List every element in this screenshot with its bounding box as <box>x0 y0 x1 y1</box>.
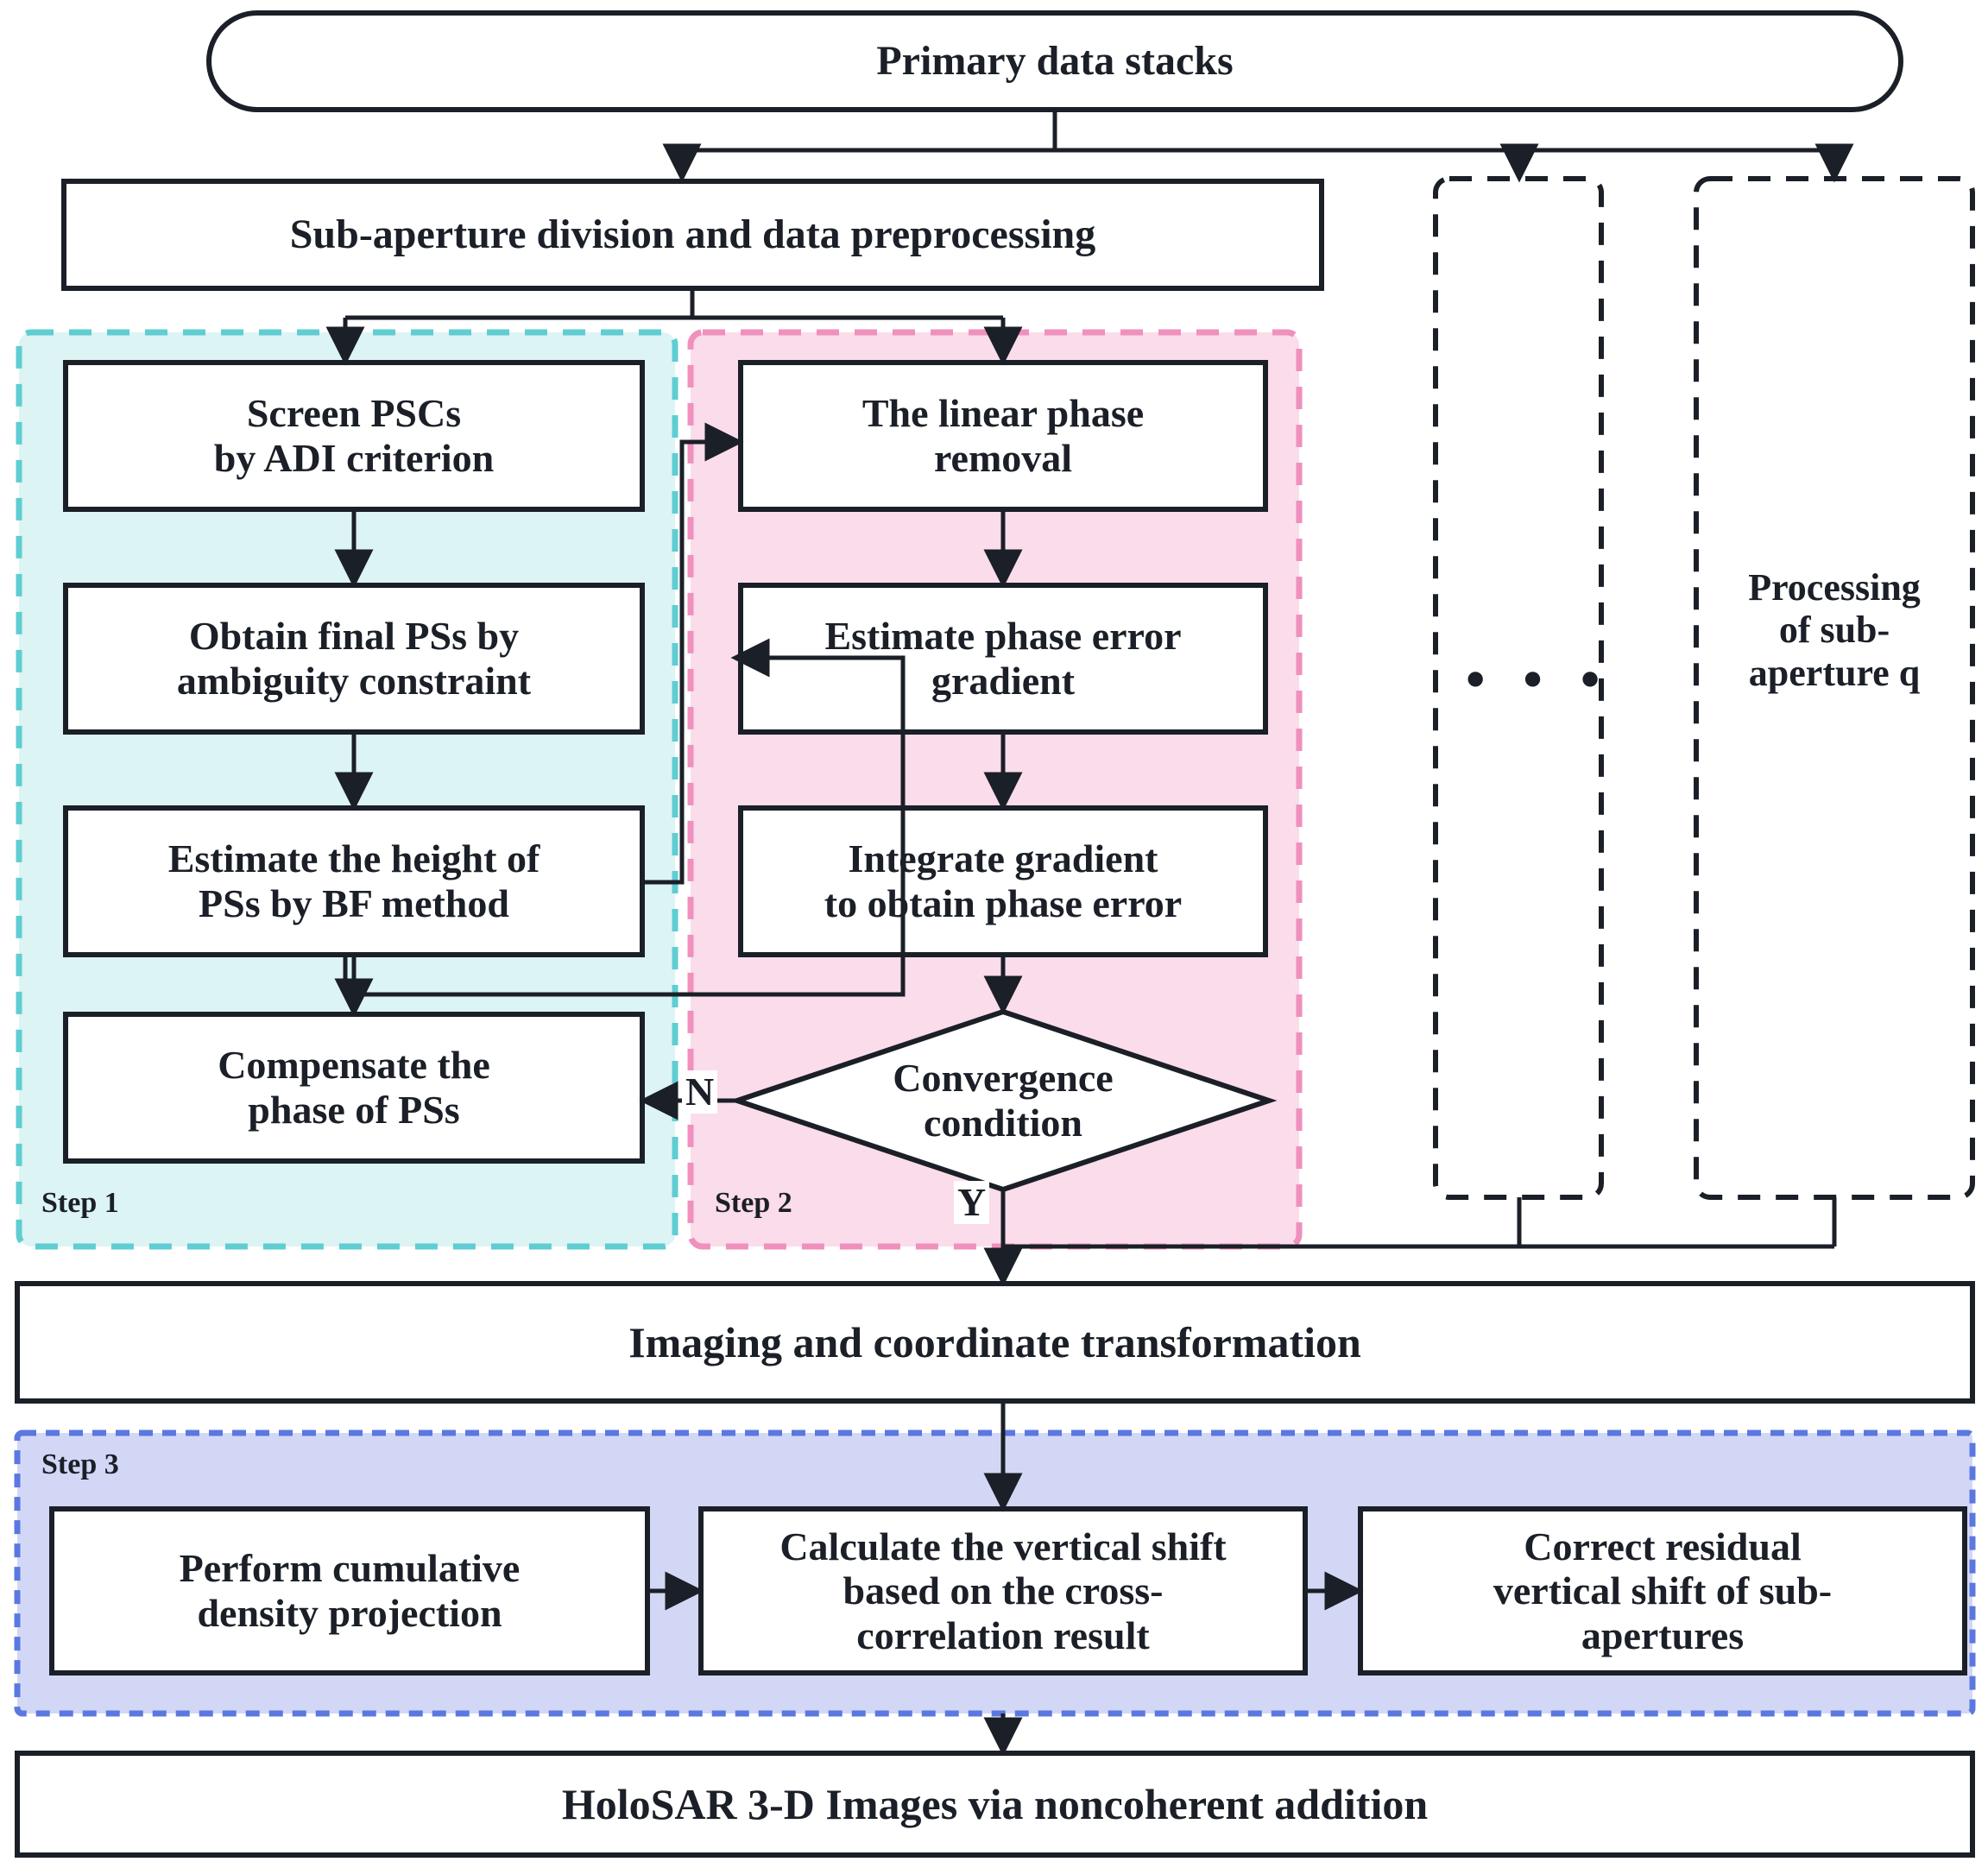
estimate-height-box <box>63 805 645 957</box>
cumulative-density-box <box>49 1506 650 1676</box>
compensate-box <box>63 1012 645 1164</box>
linear-phase-box <box>738 360 1268 512</box>
correct-residual-box <box>1358 1506 1967 1676</box>
holosar-box <box>15 1751 1975 1858</box>
branch-label-yes: Y <box>954 1181 990 1224</box>
branch-label-no: N <box>682 1070 718 1114</box>
subaperture-q-panel <box>1694 176 1975 1200</box>
screen-psc-box <box>63 360 645 512</box>
integrate-gradient-box <box>738 805 1268 957</box>
vertical-shift-box <box>698 1506 1308 1676</box>
subaperture-ellipsis-panel <box>1433 176 1604 1200</box>
obtain-ps-box <box>63 583 645 735</box>
step3-tag: Step 3 <box>41 1448 119 1480</box>
imaging-box <box>15 1281 1975 1404</box>
primary-data-stacks-box <box>206 10 1903 112</box>
subaperture-ellipsis-label: • • • <box>1466 648 1612 710</box>
preprocess-box <box>61 179 1324 291</box>
connector-group <box>325 110 1854 1757</box>
step1-tag: Step 1 <box>41 1187 119 1219</box>
step2-tag: Step 2 <box>715 1187 792 1219</box>
